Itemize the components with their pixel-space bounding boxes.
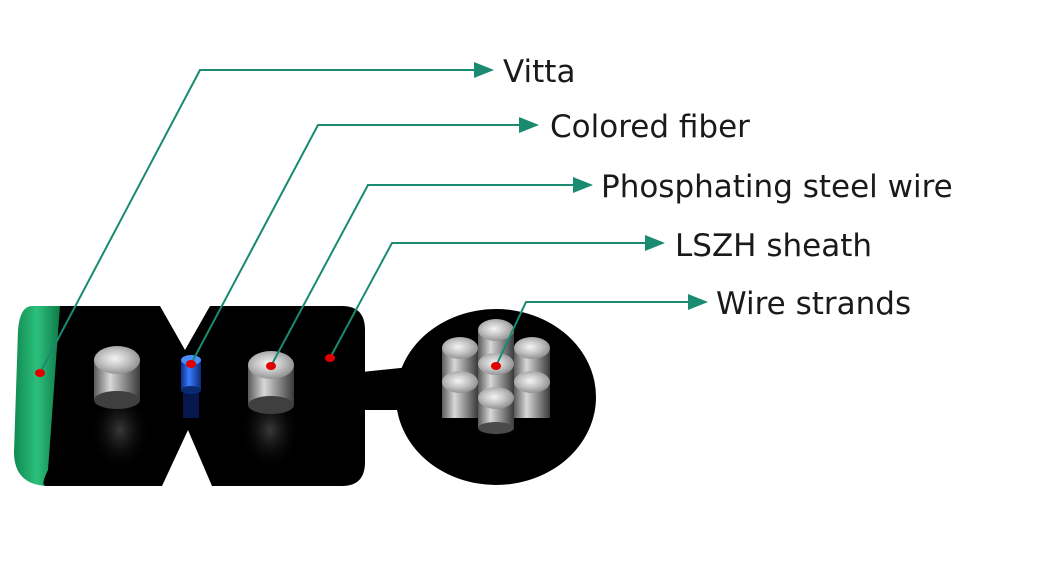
colored-fiber xyxy=(181,355,201,418)
marker-dot-vitta xyxy=(35,369,45,377)
wire-strand xyxy=(478,387,514,434)
marker-dot-colored-fiber xyxy=(186,360,196,368)
marker-dot-lszh-sheath xyxy=(325,354,335,362)
leader-line-wire-strands xyxy=(495,294,708,367)
marker-dot-wire-strands xyxy=(491,362,501,370)
leader-line-colored-fiber xyxy=(190,117,539,365)
label-vitta: Vitta xyxy=(503,54,575,90)
highlight xyxy=(90,390,150,470)
leader-line-lszh-sheath xyxy=(329,235,665,359)
vitta-stripe xyxy=(14,306,60,486)
lszh-sheath-body xyxy=(43,306,366,486)
steel-wire-right xyxy=(248,351,294,414)
leader-line-vitta xyxy=(39,62,494,374)
label-wire-strands: Wire strands xyxy=(716,286,911,322)
wire-strand xyxy=(442,371,478,418)
steel-wire-left xyxy=(94,346,140,409)
wire-strand xyxy=(514,371,550,418)
label-colored-fiber: Colored fiber xyxy=(550,109,750,145)
marker-dot-steel-wire xyxy=(266,362,276,370)
label-phosphating-steel-wire: Phosphating steel wire xyxy=(601,169,953,205)
leader-line-steel-wire xyxy=(270,177,593,367)
label-lszh-sheath: LSZH sheath xyxy=(675,228,872,264)
